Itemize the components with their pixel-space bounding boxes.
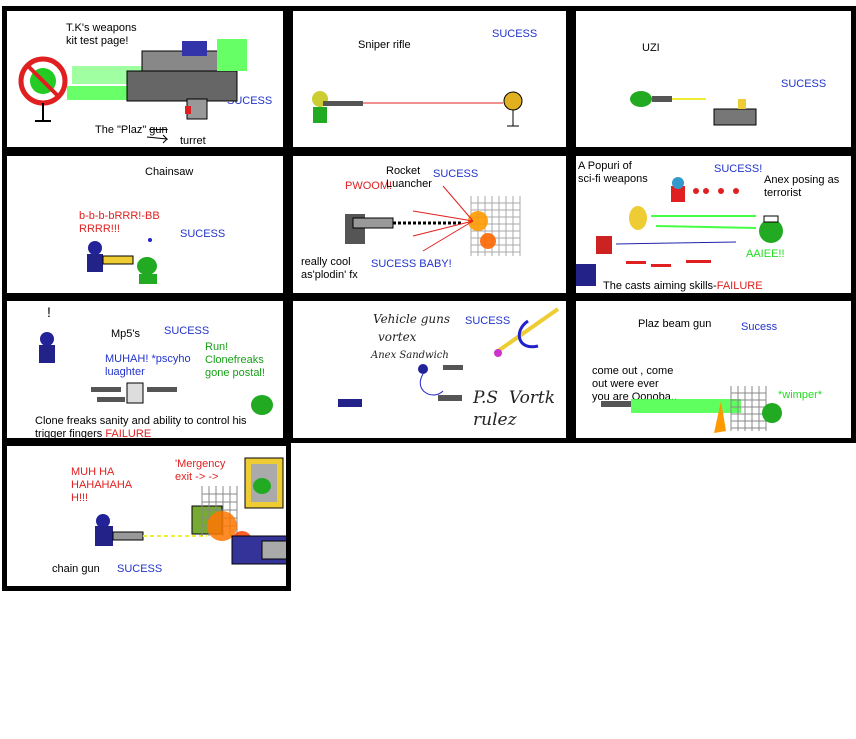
- panel-chainsaw: Chainsaw b-b-b-bRRR!-BB RRRR!!! SUCESS: [2, 151, 288, 298]
- panel-title: Sniper rifle: [358, 39, 411, 51]
- scribble-vortex: vortex: [378, 330, 417, 344]
- chain-gun-drawing: [95, 457, 286, 565]
- status-label: SUCESS: [465, 315, 511, 327]
- beam-gun-drawing: [601, 386, 782, 433]
- panel-title: Plaz beam gun: [638, 318, 712, 330]
- rocket-drawing: [345, 185, 521, 256]
- panel-mp5: ! Mp5's SUCESS MUHAH! *pscyho luaghter R…: [2, 296, 288, 443]
- mp5-drawing: [39, 332, 273, 415]
- turret-caption: turret: [180, 135, 206, 147]
- caption: The casts aiming skills-FAILURE: [603, 280, 763, 292]
- gun-caption: The "Plaz" gun: [95, 124, 168, 136]
- panel-weapons-kit: T.K's weapons kit test page! SUCESS The …: [2, 6, 288, 152]
- laugh-text: MUHAH! *pscyho luaghter: [105, 353, 191, 378]
- panel-rocket-launcher: PWOOM! Rocket Luancher SUCESS really coo…: [288, 151, 571, 298]
- status-label: SUCESS: [492, 28, 538, 40]
- scribble-anex-sandwich: Anex Sandwich: [371, 350, 449, 361]
- scribble-vehicle-guns: Vehicle guns: [373, 312, 451, 326]
- exit-sign-text: 'Mergency exit -> ->: [175, 458, 226, 483]
- status-label: SUCESS: [433, 168, 479, 180]
- uzi-drawing: [630, 91, 757, 126]
- panel-sniper-rifle: Sniper rifle SUCESS: [288, 6, 571, 152]
- status-label: Sucess: [741, 321, 778, 333]
- caption: really cool as'plodin' fx: [301, 256, 358, 281]
- status-label: SUCESS: [164, 325, 210, 337]
- panel-title: Mp5's: [111, 328, 140, 340]
- panel-title: T.K's weapons kit test page!: [66, 22, 137, 47]
- panel-scifi-weapons: A Popuri of sci-fi weapons SUCESS! Anex …: [571, 151, 856, 298]
- panel-chain-gun: MUH HA HAHAHAHA H!!! 'Mergency exit -> -…: [2, 441, 291, 591]
- scifi-drawing: [576, 177, 783, 286]
- caption: Clone freaks sanity and ability to contr…: [35, 415, 247, 440]
- chainsaw-drawing: [87, 238, 157, 284]
- panel-title: chain gun: [52, 563, 100, 575]
- sound-effect: b-b-b-bRRR!-BB RRRR!!!: [79, 210, 160, 235]
- exclaim-mark: !: [47, 304, 51, 320]
- vehicle-guns-drawing: [338, 307, 560, 407]
- status-label: SUCESS: [781, 78, 827, 90]
- plaz-gun-drawing: [18, 39, 247, 144]
- panel-plaz-beam-gun: Plaz beam gun Sucess come out , come out…: [571, 296, 856, 443]
- panel-title: A Popuri of sci-fi weapons: [578, 160, 648, 185]
- status-label-baby: SUCESS BABY!: [371, 258, 452, 270]
- sound-effect: PWOOM!: [345, 180, 393, 192]
- laugh-text: MUH HA HAHAHAHA H!!!: [71, 466, 133, 504]
- ps-note: P.S Vortk rulez: [473, 388, 556, 430]
- panel-uzi: UZI SUCESS cupcake: [571, 6, 856, 152]
- status-label: SUCESS: [227, 95, 273, 107]
- status-label: SUCESS!: [714, 163, 763, 175]
- status-label: SUCESS: [180, 228, 226, 240]
- panel-vehicle-guns: Vehicle guns SUCESS vortex Anex Sandwich…: [288, 296, 571, 443]
- panel-title: Chainsaw: [145, 166, 194, 178]
- whimper-text: *wimper*: [778, 389, 823, 401]
- run-text: Run! Clonefreaks gone postal!: [205, 341, 265, 379]
- panel-title: UZI: [642, 42, 660, 54]
- scream-text: AAIEE!!: [746, 248, 785, 260]
- status-label: SUCESS: [117, 563, 163, 575]
- panel-title: Rocket Luancher: [386, 165, 432, 190]
- anex-label: Anex posing as terrorist: [764, 174, 840, 199]
- sniper-drawing: [312, 91, 523, 127]
